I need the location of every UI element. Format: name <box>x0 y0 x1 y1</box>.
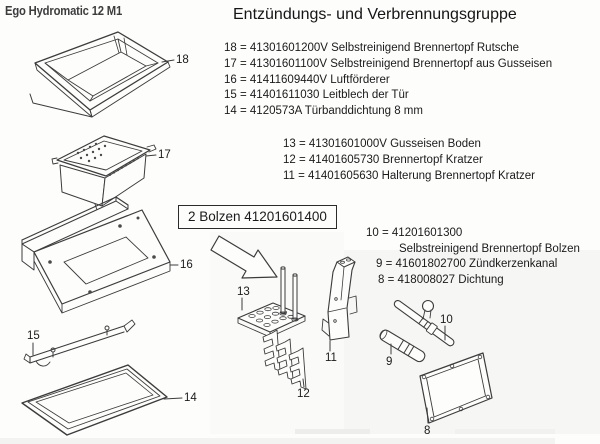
callout-15: 15 <box>27 330 40 342</box>
parts-list-line: 15 = 41401611030 Leitblech der Tür <box>224 89 409 102</box>
scraper-comb-drawing-part12 <box>262 329 307 390</box>
parts-list-middle: 13 = 41301601000V Gusseisen Boden 12 = 4… <box>283 137 535 184</box>
bolts-note-box: 2 Bolzen 41201601400 <box>178 205 337 229</box>
chute-drawing-part18 <box>29 31 171 118</box>
callout-9: 9 <box>386 356 393 368</box>
callout-14: 14 <box>184 392 197 404</box>
parts-list-line-8: 8 = 418008027 Dichtung <box>378 274 504 286</box>
callout-13: 13 <box>237 286 250 298</box>
scraper-bracket-drawing-part11 <box>321 256 358 341</box>
base-plate-drawing-part13 <box>237 266 306 338</box>
door-gasket-drawing-part14 <box>21 364 168 436</box>
parts-list-line-10-cont: Selbstreinigend Brennertopf Bolzen <box>399 243 580 255</box>
callout-11: 11 <box>325 352 337 364</box>
bolt-drawing-part10 <box>393 299 455 347</box>
page-title: Entzündungs- und Verbrennungsgruppe <box>233 6 517 23</box>
callout-16: 16 <box>180 259 193 271</box>
callout-12: 12 <box>297 388 310 400</box>
parts-list-line: 13 = 41301601000V Gusseisen Boden <box>283 138 481 150</box>
callout-leader-lines <box>32 59 446 424</box>
callout-17: 17 <box>158 149 171 161</box>
air-conveyor-drawing-part16 <box>21 196 171 314</box>
parts-list-line-10: 10 = 41201601300 <box>366 227 463 239</box>
callout-8: 8 <box>424 425 431 437</box>
parts-list-upper: 18 = 41301601200V Selbstreinigend Brenne… <box>224 41 552 120</box>
gasket-plate-drawing-part8 <box>419 352 493 424</box>
parts-list-line: 11 = 41401605630 Halterung Brennertopf K… <box>283 169 536 182</box>
pointer-arrow-icon <box>210 235 278 279</box>
parts-list-line: 14 = 4120573A Türbanddichtung 8 mm <box>224 105 423 118</box>
parts-list-line: 17 = 41301601100V Selbstreinigend Brenne… <box>224 57 553 70</box>
callout-18: 18 <box>176 54 189 66</box>
door-baffle-drawing-part15 <box>23 319 136 367</box>
spark-plug-channel-drawing-part9 <box>379 329 426 363</box>
burner-pot-drawing-part17 <box>51 135 157 214</box>
parts-list-line: 18 = 41301601200V Selbstreinigend Brenne… <box>224 42 520 54</box>
brand-logo: Ego Hydromatic 12 M1 <box>5 4 123 18</box>
parts-list-line-9: 9 = 41601802700 Zündkerzenkanal <box>376 258 558 270</box>
parts-list-line: 12 = 41401605730 Brennertopf Kratzer <box>283 153 483 166</box>
callout-10: 10 <box>440 314 453 326</box>
parts-list-line: 16 = 41411609440V Luftförderer <box>224 73 390 86</box>
